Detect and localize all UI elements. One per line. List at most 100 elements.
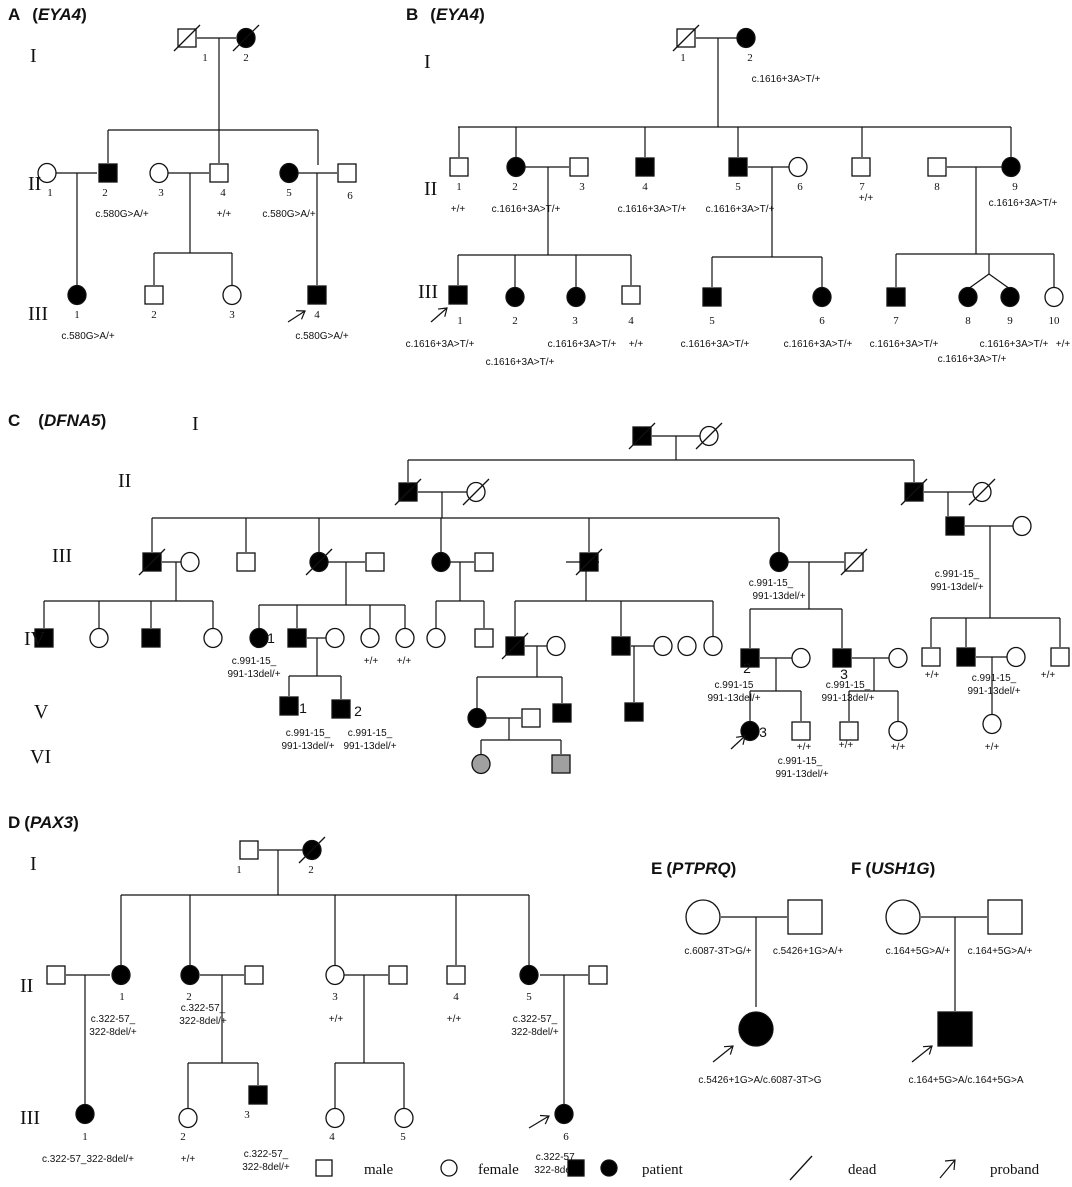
individual-number: 2 — [151, 309, 157, 321]
affected-male-symbol — [448, 285, 468, 305]
male-symbol — [365, 552, 385, 572]
genotype-label: c.580G>A/+ — [95, 209, 149, 220]
affected-male-symbol — [552, 703, 572, 723]
genotype-label: c.991-15_ — [232, 656, 277, 667]
genotype-label: c.322-57_ — [244, 1149, 289, 1160]
genotype-label: +/+ — [364, 656, 379, 667]
genotype-label: c.1616+3A>T/+ — [989, 198, 1058, 209]
female-symbol — [1006, 646, 1026, 668]
genotype-label: 991-13del/+ — [227, 669, 280, 680]
pedigree-symbols — [34, 24, 1070, 1129]
affected-male-symbol — [279, 696, 299, 716]
individual-number: 1 — [119, 991, 125, 1003]
legend-proband-label: proband — [990, 1162, 1040, 1178]
genotype-label: c.1616+3A>T/+ — [938, 354, 1007, 365]
affected-male-symbol — [34, 628, 54, 648]
genotype-label: c.164+5G>A/+ — [886, 946, 951, 957]
affected-female-symbol — [738, 1011, 774, 1047]
individual-number: 7 — [859, 181, 865, 193]
genotype-label: c.322-57_ — [181, 1003, 226, 1014]
female-symbol — [325, 1107, 345, 1129]
genotype-label: c.1616+3A>T/+ — [752, 74, 821, 85]
female-symbol — [222, 284, 242, 306]
female-symbol — [180, 551, 200, 573]
generation-label: II — [118, 470, 131, 492]
panel-d-header: D(PAX3) — [8, 813, 79, 832]
male-symbol — [621, 285, 641, 305]
affected-male-symbol — [248, 1085, 268, 1105]
individual-number: 1 — [74, 309, 80, 321]
genotype-label: +/+ — [985, 742, 1000, 753]
deceased-slash — [840, 548, 868, 576]
affected-male-symbol — [635, 157, 655, 177]
individual-number: 5 — [526, 991, 532, 1003]
deceased-slash — [900, 478, 928, 506]
genotype-label: 322-8del/+ — [179, 1016, 227, 1027]
male-symbol — [987, 899, 1023, 935]
generation-label: I — [192, 413, 199, 435]
male-symbol — [921, 647, 941, 667]
pedigree-lines — [43, 37, 1061, 1110]
female-symbol — [89, 627, 109, 649]
female-symbol — [149, 162, 169, 184]
genotype-label: c.1616+3A>T/+ — [784, 339, 853, 350]
genotype-label: c.991-15_ — [778, 756, 823, 767]
genotype-label: +/+ — [451, 204, 466, 215]
affected-male-symbol — [287, 628, 307, 648]
individual-number: 8 — [965, 315, 971, 327]
affected-female-symbol — [506, 156, 526, 178]
panel-c-header: C(DFNA5) — [8, 411, 106, 430]
individual-number: 1 — [236, 864, 242, 876]
affected-female-symbol — [75, 1103, 95, 1125]
genotype-label: c.991-15_ — [348, 728, 393, 739]
individual-number: 1 — [680, 52, 686, 64]
female-symbol — [791, 647, 811, 669]
male-symbol — [927, 157, 947, 177]
affected-male-symbol — [611, 636, 631, 656]
affected-female-symbol — [554, 1103, 574, 1125]
deceased-slash — [138, 548, 166, 576]
deceased-slash — [394, 478, 422, 506]
genotype-label: c.1616+3A>T/+ — [618, 204, 687, 215]
female-symbol — [1044, 286, 1064, 308]
affected-male-symbol — [740, 648, 760, 668]
individual-number: 6 — [797, 181, 803, 193]
genotype-label: +/+ — [629, 339, 644, 350]
genotype-label: c.991-15_ — [935, 569, 980, 580]
generation-label: V — [34, 701, 49, 723]
generation-label: III — [28, 303, 48, 325]
genotype-label: 991-13del/+ — [343, 741, 396, 752]
genotype-label: c.322-57_322-8del/+ — [42, 1154, 134, 1165]
individual-number: 6 — [819, 315, 825, 327]
pedigree-arrows — [287, 307, 933, 1129]
individual-number: 5 — [735, 181, 741, 193]
panel-f-header: F(USH1G) — [851, 859, 935, 878]
individual-number: 2 — [243, 52, 249, 64]
affected-female-symbol — [431, 551, 451, 573]
male-symbol — [474, 628, 494, 648]
proband-arrow — [730, 735, 746, 750]
proband-arrow — [712, 1045, 734, 1063]
generation-label: II — [20, 975, 33, 997]
deceased-slash — [672, 24, 700, 52]
genotype-label: c.322-57_ — [513, 1014, 558, 1025]
affected-female-symbol — [958, 286, 978, 308]
genotype-label: c.164+5G>A/c.164+5G>A — [908, 1075, 1023, 1086]
individual-number: 2 — [512, 315, 518, 327]
individual-number: 3 — [229, 309, 235, 321]
female-symbol — [471, 753, 491, 775]
legend-affected-male-icon — [567, 1159, 585, 1177]
generation-label: I — [30, 853, 37, 875]
genotype-label: +/+ — [1056, 339, 1071, 350]
affected-female-symbol — [111, 964, 131, 986]
affected-male-symbol — [728, 157, 748, 177]
affected-female-symbol — [812, 286, 832, 308]
female-symbol — [325, 627, 345, 649]
legend-female-icon — [440, 1159, 458, 1177]
individual-number: 3 — [840, 666, 848, 682]
generation-label: I — [30, 45, 37, 67]
male-symbol — [521, 708, 541, 728]
male-symbol — [244, 965, 264, 985]
genotype-label: +/+ — [797, 742, 812, 753]
individual-number: 6 — [563, 1131, 569, 1143]
